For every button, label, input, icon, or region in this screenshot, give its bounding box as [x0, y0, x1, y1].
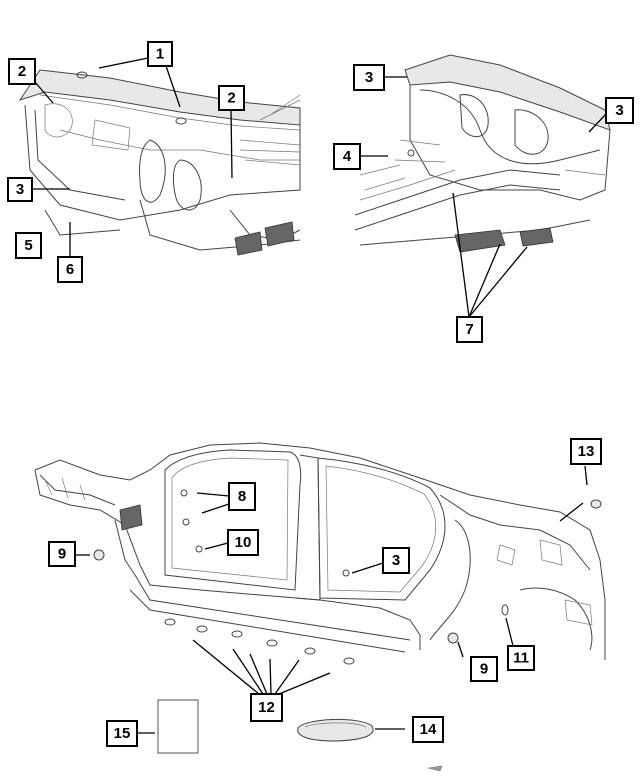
callout-3-cowl-left-label: 3	[16, 181, 24, 198]
callout-11: 11	[507, 645, 535, 671]
callout-6-label: 6	[66, 261, 74, 278]
callout-1: 1	[147, 41, 173, 67]
callout-13-label: 13	[578, 443, 595, 460]
corner-mark	[427, 765, 443, 772]
callout-9-front: 9	[48, 541, 76, 567]
callout-2-cowl-center: 2	[218, 85, 245, 111]
callout-4-label: 4	[343, 148, 352, 165]
callout-3-body-side-label: 3	[392, 552, 400, 569]
part-14-oval-plug	[297, 719, 374, 742]
callout-10: 10	[227, 529, 259, 556]
cowl-panel-left-illustration	[18, 69, 301, 256]
callout-15-label: 15	[114, 725, 131, 742]
callout-12-label: 12	[258, 699, 275, 716]
callout-5: 5	[15, 232, 42, 259]
callout-7: 7	[456, 316, 483, 343]
callout-8: 8	[228, 482, 256, 511]
callout-10-label: 10	[235, 534, 252, 551]
callout-14-label: 14	[420, 721, 437, 738]
callout-3-cowl-right-b-label: 3	[615, 102, 623, 119]
callout-15: 15	[106, 720, 138, 747]
callout-6: 6	[57, 256, 83, 283]
callout-14: 14	[412, 716, 444, 743]
callout-2-cowl-center-label: 2	[227, 90, 235, 107]
callout-7-label: 7	[465, 321, 473, 338]
callout-11-label: 11	[513, 650, 529, 667]
callout-9-front-label: 9	[58, 546, 66, 563]
part-15-pad	[157, 699, 199, 754]
callout-3-cowl-right-b: 3	[605, 97, 634, 124]
callout-2-cowl-left-label: 2	[18, 63, 26, 80]
callout-3-body-side: 3	[382, 547, 410, 574]
leader-lines	[32, 57, 607, 734]
cowl-panel-right-illustration	[354, 54, 611, 253]
callout-3-cowl-left: 3	[7, 177, 33, 202]
callout-4: 4	[333, 143, 361, 170]
callout-1-label: 1	[156, 46, 164, 63]
callout-12: 12	[250, 693, 283, 722]
callout-3-cowl-right-a: 3	[353, 64, 385, 91]
callout-9-rear: 9	[470, 656, 498, 682]
callout-2-cowl-left: 2	[8, 58, 36, 85]
callout-13: 13	[570, 438, 602, 465]
callout-3-cowl-right-a-label: 3	[365, 69, 373, 86]
callout-8-label: 8	[238, 488, 246, 505]
callout-9-rear-label: 9	[480, 661, 488, 678]
callout-5-label: 5	[24, 237, 32, 254]
body-side-illustration	[34, 442, 606, 665]
